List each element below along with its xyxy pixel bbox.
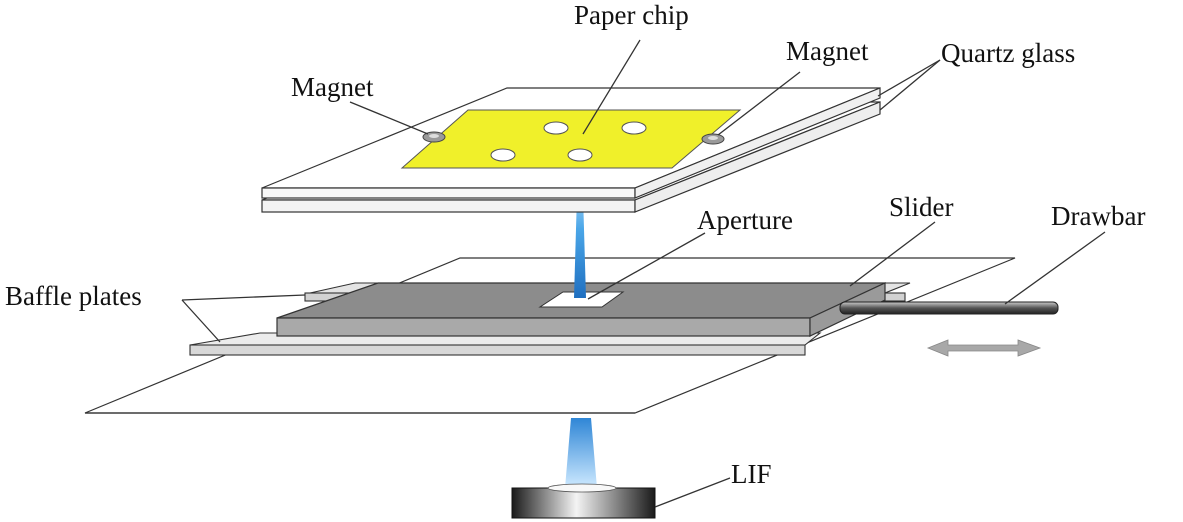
- leader-magnet-right: [717, 71, 801, 136]
- slider-front-face: [276, 317, 811, 337]
- chip-well-1: [543, 121, 569, 135]
- label-baffle-plates: Baffle plates: [5, 281, 142, 311]
- label-drawbar: Drawbar: [1051, 201, 1145, 231]
- baffle-plate-front-side: [189, 344, 806, 356]
- leader-quartz-2: [879, 59, 941, 111]
- drawbar-rod: [839, 301, 1059, 315]
- lif-lens: [547, 483, 617, 493]
- label-quartz-glass: Quartz glass: [941, 38, 1075, 68]
- leader-lif: [654, 477, 731, 508]
- quartz-glass-lower-edge: [261, 199, 636, 213]
- chip-well-4: [567, 148, 593, 162]
- quartz-glass-upper-edge: [261, 187, 636, 199]
- label-magnet-left: Magnet: [291, 72, 374, 102]
- laser-beam-lower: [565, 418, 597, 488]
- leader-magnet-left: [349, 101, 429, 135]
- quartz-glass-upper-side: [634, 87, 881, 199]
- label-magnet-right: Magnet: [786, 36, 869, 66]
- leader-baffle-1: [181, 294, 306, 301]
- motion-arrow-icon: [926, 339, 1042, 357]
- label-slider: Slider: [889, 192, 954, 222]
- label-paper-chip: Paper chip: [574, 0, 689, 30]
- lif-detector: [511, 487, 656, 519]
- leader-quartz-1: [877, 59, 941, 97]
- aperture-slot: [538, 291, 625, 308]
- quartz-glass-lower-side: [634, 101, 881, 213]
- leader-paper-chip: [582, 39, 641, 135]
- chip-well-2: [621, 121, 647, 135]
- leader-baffle-2: [181, 299, 221, 343]
- magnet-left-hole: [429, 134, 439, 138]
- leader-aperture: [587, 232, 706, 300]
- leader-slider: [849, 221, 936, 287]
- chip-well-3: [490, 148, 516, 162]
- leader-drawbar: [1004, 231, 1106, 305]
- magnet-right-hole: [708, 136, 718, 140]
- label-aperture: Aperture: [697, 205, 793, 235]
- label-lif: LIF: [731, 459, 772, 489]
- paper-chip: [400, 109, 742, 169]
